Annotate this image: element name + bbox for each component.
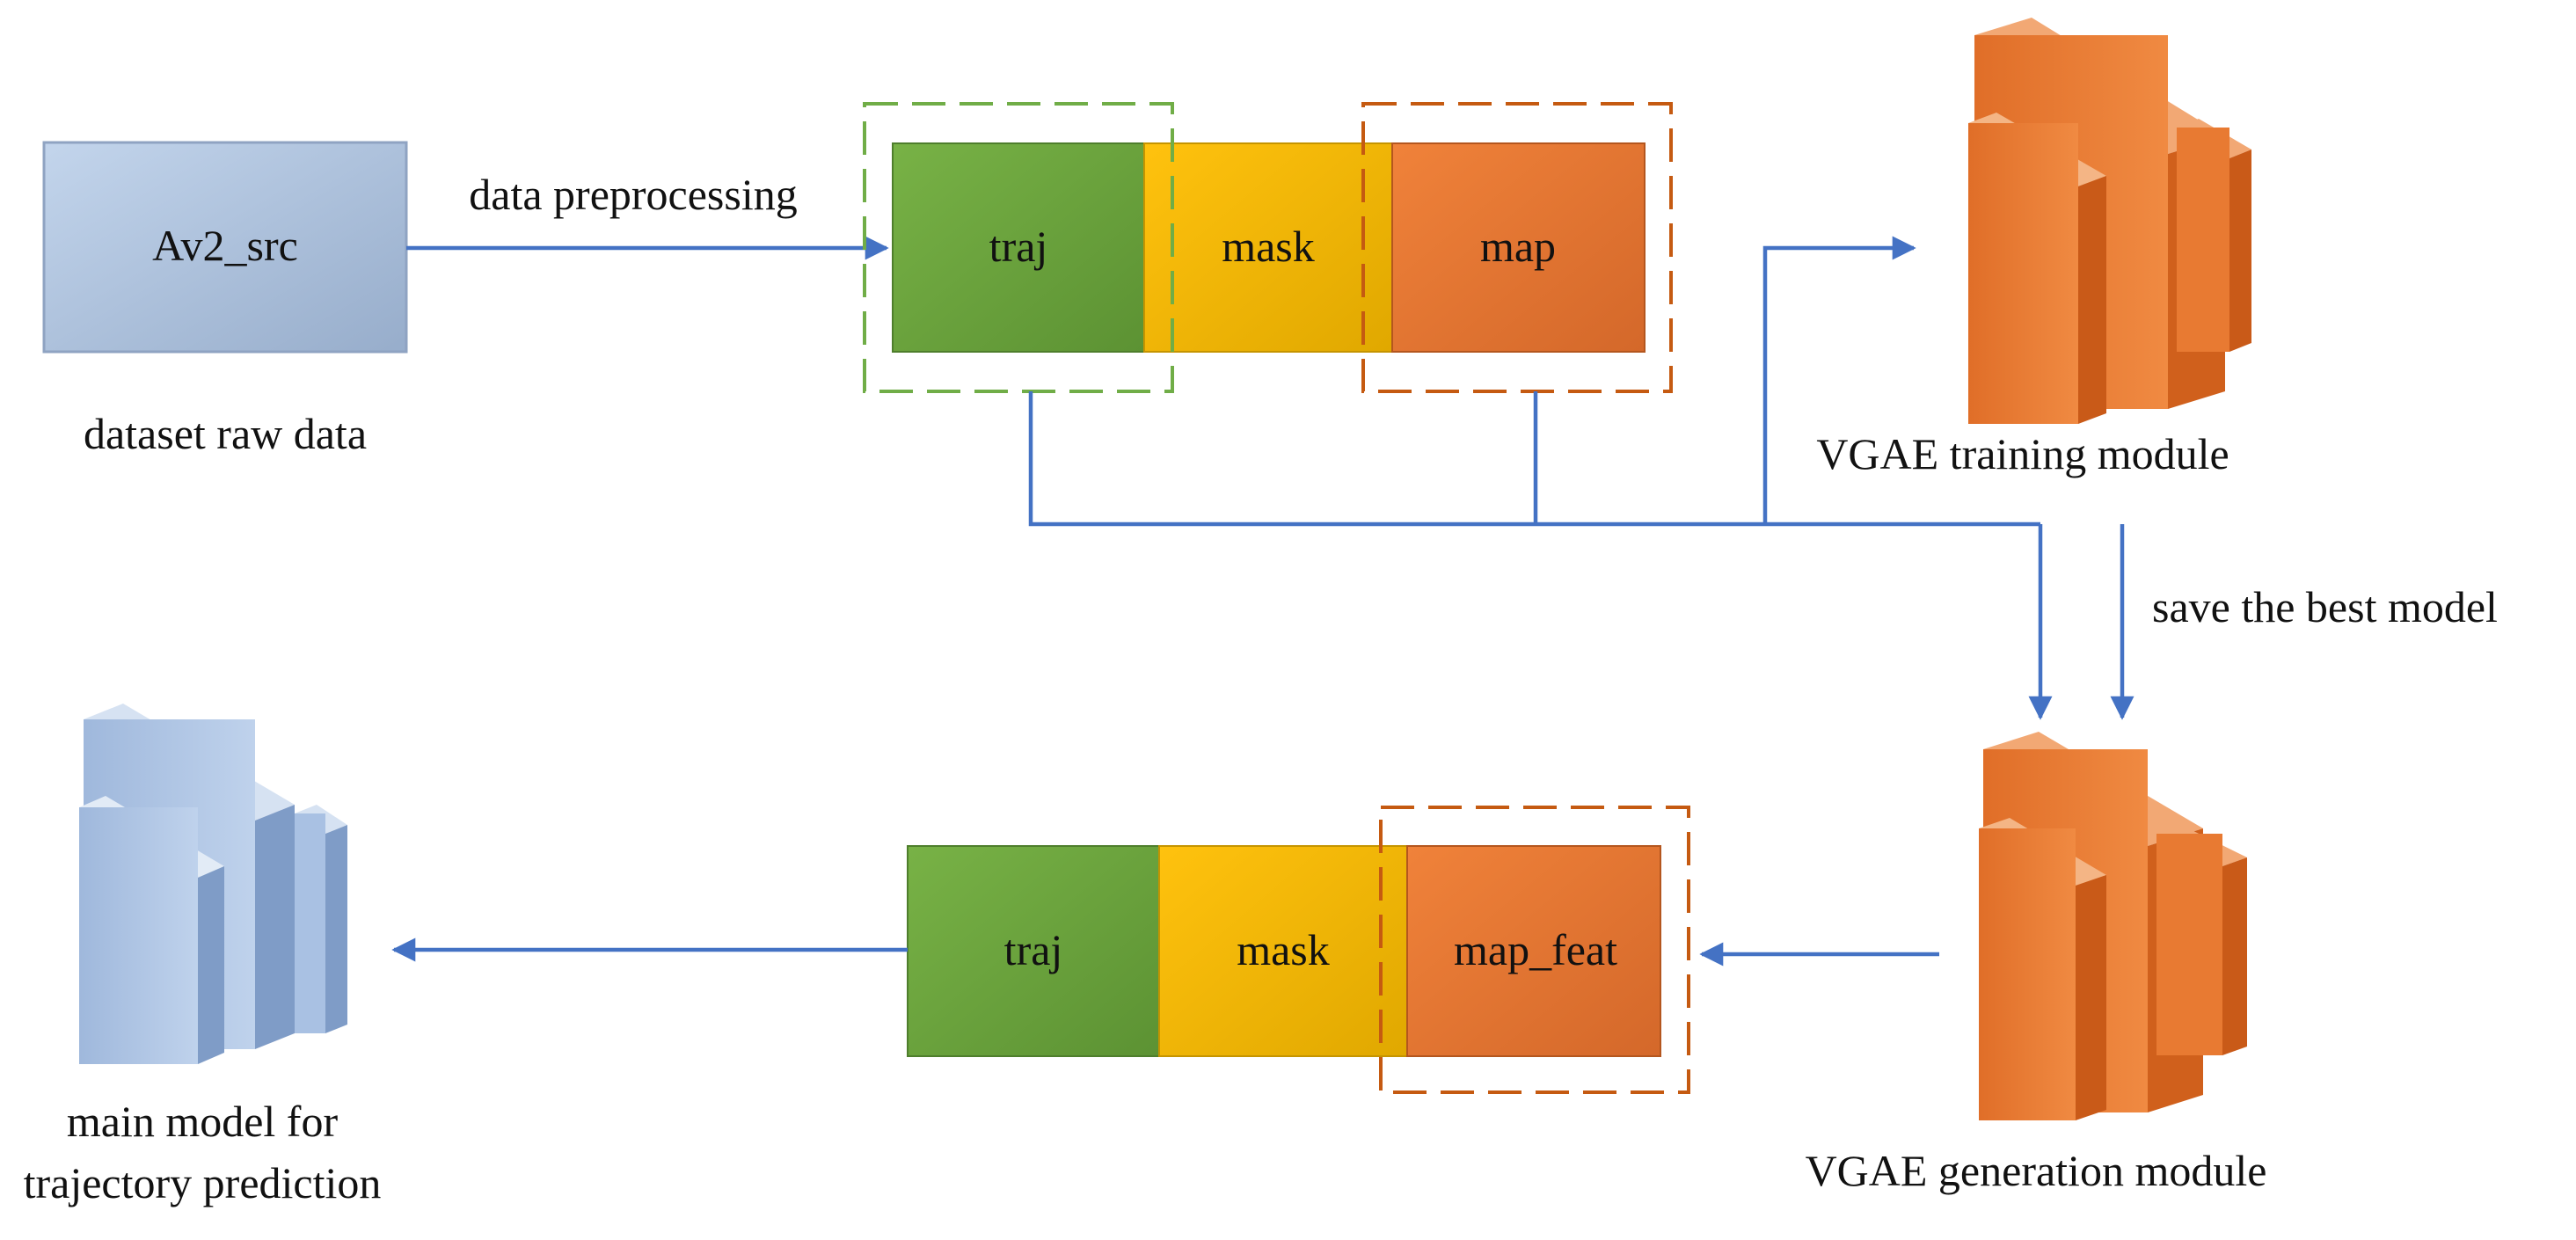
top-row: traj mask map — [863, 102, 1673, 393]
top-mask-segment — [1143, 142, 1393, 353]
preprocess-arrow: data preprocessing — [406, 170, 889, 260]
generation-module-icon — [1979, 732, 2247, 1120]
main-model-caption-line2: trajectory prediction — [24, 1158, 382, 1207]
bottom-traj-segment — [907, 845, 1160, 1057]
to-training-arrow — [1762, 236, 1916, 524]
traj-dashed-group — [863, 102, 1174, 393]
traj-connector — [1028, 391, 2040, 527]
top-mask-label: mask — [1222, 222, 1315, 271]
top-map-label: map — [1480, 222, 1556, 271]
training-module: VGAE training module — [1816, 18, 2251, 478]
source-caption: dataset raw data — [84, 409, 367, 458]
main-model-icon — [79, 704, 347, 1064]
generation-caption: VGAE generation module — [1806, 1146, 2267, 1195]
bottom-map-feat-segment — [1406, 845, 1661, 1057]
bottom-traj-label: traj — [1004, 925, 1063, 974]
map-dashed-group — [1361, 102, 1673, 393]
main-model: main model for trajectory prediction — [24, 704, 382, 1207]
save-arrow: save the best model — [2110, 524, 2498, 720]
main-model-caption-line1: main model for — [67, 1097, 339, 1146]
top-map-segment — [1391, 142, 1646, 353]
bottom-row: traj mask map_feat — [907, 806, 1690, 1094]
top-traj-label: traj — [989, 222, 1048, 271]
bottom-map-feat-label: map_feat — [1454, 925, 1617, 974]
generation-module: VGAE generation module — [1806, 732, 2267, 1195]
feature-connectors — [1028, 236, 2053, 720]
training-caption: VGAE training module — [1816, 429, 2229, 478]
source-node: Av2_src dataset raw data — [42, 141, 408, 458]
bottom-mask-label: mask — [1237, 925, 1330, 974]
bottom-mask-segment — [1158, 845, 1408, 1057]
training-module-icon — [1968, 18, 2251, 424]
source-box-label: Av2_src — [152, 221, 298, 270]
top-traj-segment — [892, 142, 1145, 353]
preprocess-arrow-label: data preprocessing — [469, 170, 797, 219]
save-arrow-label: save the best model — [2152, 582, 2498, 631]
source-box — [42, 141, 408, 354]
map-feat-dashed-group — [1379, 806, 1690, 1094]
